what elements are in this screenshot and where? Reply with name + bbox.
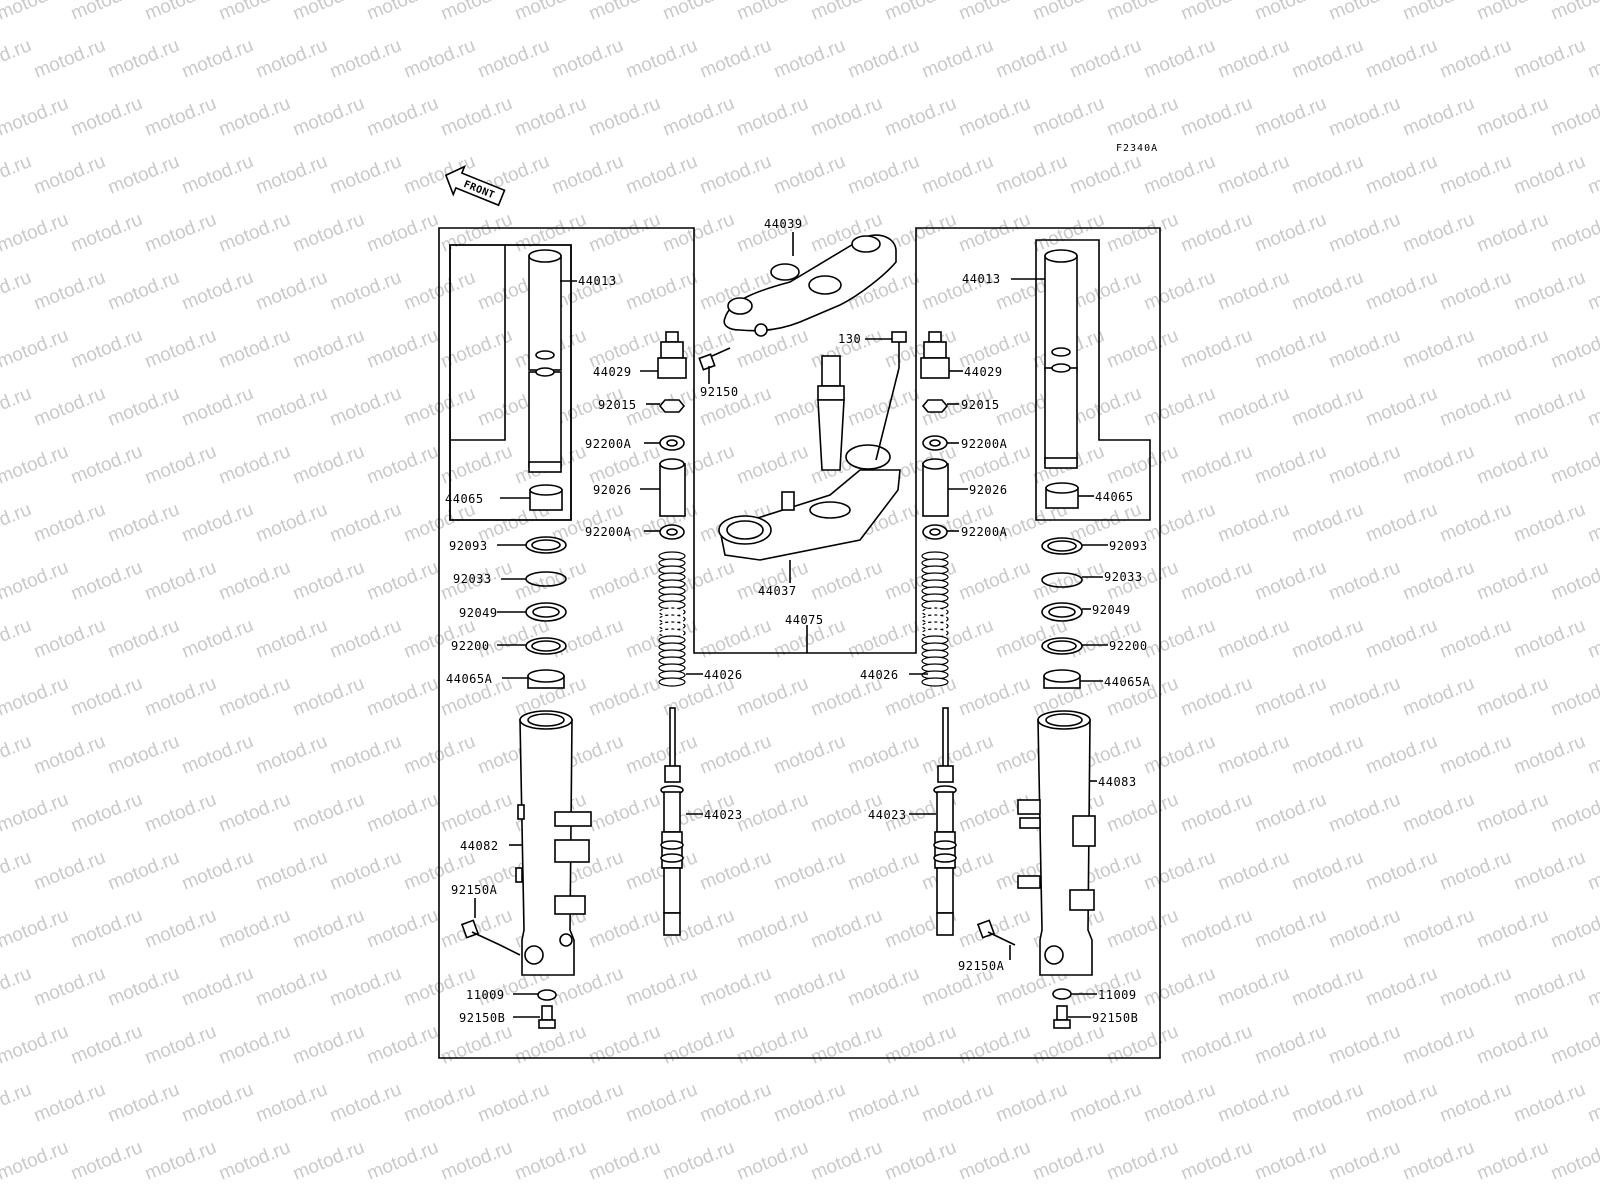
bushing-44065-right (1045, 482, 1079, 509)
washer-92200-left (525, 637, 567, 655)
clamp-bolt-92150-upper (698, 347, 731, 371)
label-92200A-top-right: 92200A (961, 437, 1008, 451)
inner-fork-tube-left (528, 249, 562, 473)
label-92015-right: 92015 (961, 398, 1000, 412)
bushing-44065-left (529, 484, 563, 511)
label-130: 130 (838, 332, 861, 346)
label-92200A-bottom-left: 92200A (585, 525, 632, 539)
washer-92200A-bottom-left (659, 524, 685, 540)
label-92049-right: 92049 (1092, 603, 1131, 617)
damper-rod-44023-left (660, 707, 684, 936)
label-92150: 92150 (700, 385, 739, 399)
left-assembly-frame (438, 227, 1161, 1059)
label-44065-left: 44065 (445, 492, 484, 506)
axle-bolt-92150A-left (460, 919, 501, 946)
fork-spring-44026-right (921, 551, 949, 687)
label-92093-left: 92093 (449, 539, 488, 553)
part-labels: 44039 130 92150 44037 44075 44013 44065 … (445, 217, 1151, 1025)
label-92033-left: 92033 (453, 572, 492, 586)
axle-bolt-92150A-right (976, 919, 1016, 946)
diagram-code: F2340A (1116, 143, 1158, 154)
drain-bolt-92150B-right (1053, 1005, 1071, 1029)
stem-bolt-130 (891, 331, 907, 368)
label-44065A-left: 44065A (446, 672, 493, 686)
left-inner-tube-notch (450, 245, 506, 441)
fork-spring-44026-left (658, 551, 686, 687)
label-11009-right: 11009 (1098, 988, 1137, 1002)
label-44029-left: 44029 (593, 365, 632, 379)
label-92150A-right: 92150A (958, 959, 1005, 973)
top-plug-44029-left (657, 331, 687, 379)
washer-92200-right (1041, 637, 1083, 655)
spacer-92026-left (659, 458, 686, 517)
guide-bushing-left (527, 669, 565, 689)
label-44023-left: 44023 (704, 808, 743, 822)
label-92200A-top-left: 92200A (585, 437, 632, 451)
left-inner-tube-box (449, 244, 572, 521)
label-44037: 44037 (758, 584, 797, 598)
label-92015-left: 92015 (598, 398, 637, 412)
damper-rod-44023-right (933, 707, 957, 936)
label-92033-right: 92033 (1104, 570, 1143, 584)
upper-triple-clamp-44039 (723, 234, 897, 337)
spring-coil (921, 677, 949, 687)
leader-lines (474, 232, 1108, 1018)
label-92093-right: 92093 (1109, 539, 1148, 553)
label-92200-right: 92200 (1109, 639, 1148, 653)
washer-92200A-top-right (922, 435, 948, 451)
label-44075: 44075 (785, 613, 824, 627)
label-44029-right: 44029 (964, 365, 1003, 379)
label-92150B-left: 92150B (459, 1011, 505, 1025)
lower-triple-clamp-stem-44037 (718, 355, 901, 561)
label-11009-left: 11009 (466, 988, 505, 1002)
guide-bushing-right (1043, 669, 1081, 689)
top-plug-44029-right (920, 331, 950, 379)
gasket-11009-left (537, 989, 557, 1001)
oil-seal-right (1041, 602, 1083, 622)
label-44013-left: 44013 (578, 274, 617, 288)
dust-seal-left (525, 536, 567, 554)
gasket-11009-right (1052, 988, 1072, 1000)
right-inner-tube-box (1035, 239, 1151, 521)
oil-seal-left (525, 602, 567, 622)
label-92026-right: 92026 (969, 483, 1008, 497)
label-44013-right: 44013 (962, 272, 1001, 286)
label-92200-left: 92200 (451, 639, 490, 653)
spring-coil (658, 677, 686, 687)
label-92026-left: 92026 (593, 483, 632, 497)
front-direction-arrow: FRONT (444, 165, 506, 207)
label-92150A-left: 92150A (451, 883, 498, 897)
nut-92015-left (658, 399, 686, 413)
label-44082: 44082 (460, 839, 499, 853)
label-92049-left: 92049 (459, 606, 498, 620)
label-44065A-right: 44065A (1104, 675, 1151, 689)
nut-92015-right (921, 399, 949, 413)
label-44023-right: 44023 (868, 808, 907, 822)
dust-seal-right (1041, 537, 1083, 555)
outer-fork-tube-44082 (515, 710, 592, 976)
label-44026-right: 44026 (860, 668, 899, 682)
label-44039: 44039 (764, 217, 803, 231)
drain-bolt-92150B-left (538, 1005, 556, 1029)
label-92150B-right: 92150B (1092, 1011, 1138, 1025)
retaining-ring-right (1041, 572, 1083, 588)
outer-fork-tube-44083 (1017, 710, 1096, 976)
label-44065-right: 44065 (1095, 490, 1134, 504)
washer-92200A-top-left (659, 435, 685, 451)
label-44083: 44083 (1098, 775, 1137, 789)
label-44026-left: 44026 (704, 668, 743, 682)
washer-92200A-bottom-right (922, 524, 948, 540)
label-92200A-bottom-right: 92200A (961, 525, 1008, 539)
retaining-ring-left (525, 571, 567, 587)
inner-fork-tube-right (1044, 249, 1078, 469)
spacer-92026-right (922, 458, 949, 517)
